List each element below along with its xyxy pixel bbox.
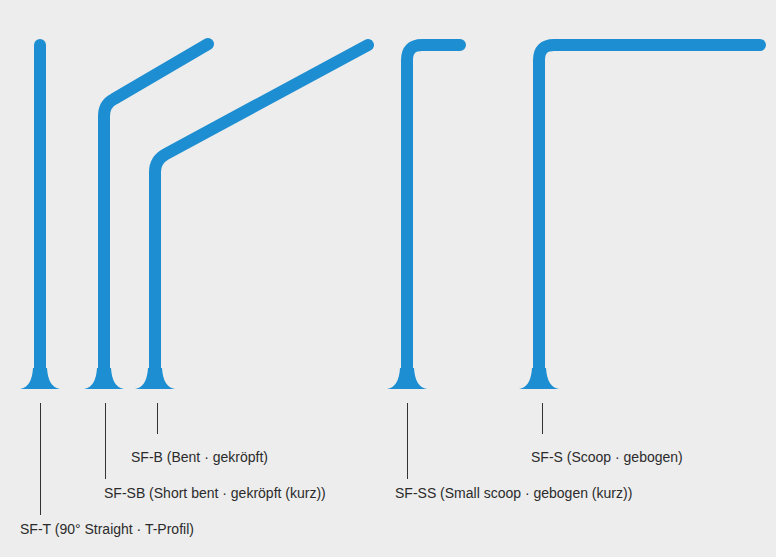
profile-foot — [20, 368, 60, 389]
leader-line — [105, 403, 106, 479]
profile-foot — [135, 368, 175, 389]
leader-line — [542, 403, 543, 434]
leader-line — [40, 403, 41, 515]
sf-t-profile — [34, 45, 46, 380]
profile-foot — [84, 368, 124, 389]
part-label: SF-SS (Small scoop · gebogen (kurz)) — [395, 484, 632, 502]
profile-foot — [519, 368, 559, 389]
part-label: SF-S (Scoop · gebogen) — [531, 448, 683, 466]
part-label: SF-SB (Short bent · gekröpft (kurz)) — [104, 484, 326, 502]
leader-line — [157, 403, 158, 434]
part-label: SF-T (90° Straight · T-Profil) — [20, 520, 194, 538]
part-label: SF-B (Bent · gekröpft) — [131, 448, 268, 466]
profile-foot — [387, 368, 427, 389]
sf-ss-profile — [407, 45, 460, 380]
sf-b-profile — [155, 45, 368, 380]
sf-s-profile — [539, 45, 760, 380]
leader-line — [407, 403, 408, 479]
